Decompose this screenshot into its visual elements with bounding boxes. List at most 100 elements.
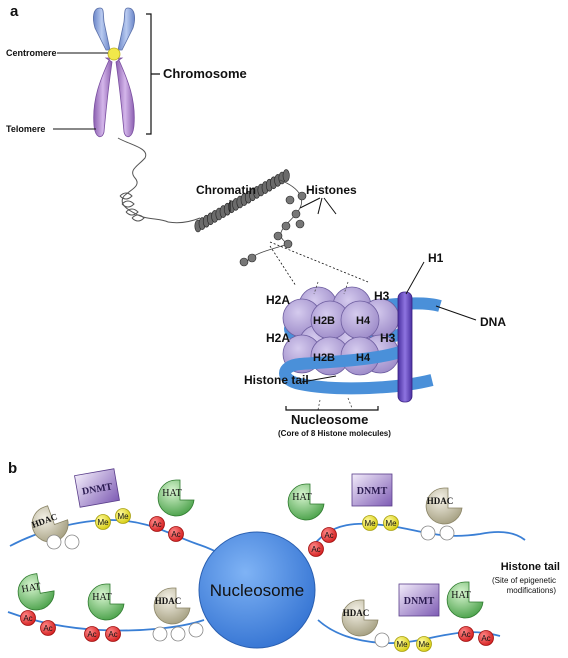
svg-text:Me: Me [418, 640, 430, 649]
dnmt-enzyme: DNMT [398, 583, 440, 617]
histone-bead [247, 253, 257, 263]
svg-text:Ac: Ac [171, 530, 180, 539]
svg-text:Ac: Ac [108, 630, 117, 639]
site-label-2: modifications) [507, 586, 557, 595]
svg-text:Ac: Ac [43, 624, 52, 633]
svg-text:Ac: Ac [324, 531, 333, 540]
acetyl-group: Ac [40, 620, 56, 636]
acetyl-group: Ac [105, 626, 121, 642]
dnmt-label: DNMT [81, 481, 113, 497]
hat-label: HAT [162, 488, 181, 499]
dnmt-label: DNMT [357, 486, 388, 497]
acetyl-group: Ac [149, 516, 165, 532]
svg-text:Ac: Ac [152, 520, 161, 529]
methyl-group: Me [394, 636, 410, 652]
methyl-group: Me [95, 514, 111, 530]
nucleosome-label-b: Nucleosome [210, 581, 305, 600]
panel-a-letter: a [10, 3, 19, 20]
unmodified-site [64, 534, 80, 550]
unmodified-site [374, 632, 390, 648]
dna-label: DNA [480, 315, 506, 329]
h2a-bottom-label: H2A [266, 331, 290, 345]
dnmt-enzyme: DNMT [74, 468, 120, 508]
svg-text:Me: Me [117, 512, 129, 521]
nucleosome-label-a: Nucleosome [291, 412, 368, 427]
svg-text:Me: Me [396, 640, 408, 649]
histone-bead [295, 219, 305, 229]
telomere-label: Telomere [6, 124, 45, 134]
unmodified-site [420, 525, 436, 541]
hat-enzyme: HAT [17, 573, 55, 611]
svg-text:Ac: Ac [481, 634, 490, 643]
unmodified-site [152, 626, 168, 642]
histones-label: Histones [306, 183, 357, 197]
histone-bead [283, 239, 293, 249]
histone-bead [291, 209, 301, 219]
histone-tail-label-b: Histone tail [501, 561, 560, 573]
acetyl-group: Ac [478, 630, 494, 646]
hat-enzyme: HAT [87, 583, 125, 621]
h2a-top-label: H2A [266, 293, 290, 307]
hdac-label: HDAC [343, 608, 370, 618]
h4-bottom-label: H4 [356, 352, 371, 364]
unmodified-site [439, 525, 455, 541]
chromatin-coil-bead [282, 169, 290, 182]
hdac-enzyme: HDAC [153, 587, 191, 625]
hat-enzyme: HAT [157, 479, 195, 517]
acetyl-group: Ac [308, 541, 324, 557]
hat-label: HAT [292, 492, 311, 503]
site-label-1: (Site of epigenetic [492, 576, 556, 585]
h3-bottom-label: H3 [380, 331, 396, 345]
h2b-top-label: H2B [313, 315, 335, 327]
acetyl-group: Ac [20, 610, 36, 626]
h1-rod [397, 291, 413, 403]
centromere-label: Centromere [6, 48, 57, 58]
acetyl-group: Ac [84, 626, 100, 642]
h2b-bottom-label: H2B [313, 352, 335, 364]
chromosome-graphic [53, 7, 160, 138]
histones-pointer-lines [299, 197, 337, 215]
svg-text:Me: Me [97, 518, 109, 527]
hdac-enzyme: HDAC [341, 599, 379, 637]
histone-tail-label-a: Histone tail [244, 373, 309, 387]
acetyl-group: Ac [168, 526, 184, 542]
panel-b-letter: b [8, 460, 17, 477]
svg-text:Me: Me [364, 519, 376, 528]
hdac-enzyme: HDAC [425, 487, 463, 525]
histone-beads [239, 179, 307, 267]
centromere-dot [107, 47, 121, 61]
histone-bead [285, 195, 295, 205]
chromatin-fiber [117, 137, 201, 224]
nucleosome-sub-label: (Core of 8 Histone molecules) [278, 429, 391, 438]
dnmt-enzyme: DNMT [351, 473, 393, 507]
svg-text:Ac: Ac [87, 630, 96, 639]
h1-label: H1 [428, 251, 444, 265]
acetyl-group: Ac [321, 527, 337, 543]
hat-label: HAT [92, 592, 111, 603]
hat-label: HAT [451, 590, 470, 601]
histone-bead [239, 257, 249, 267]
methyl-group: Me [416, 636, 432, 652]
unmodified-site [170, 626, 186, 642]
unmodified-site [46, 534, 62, 550]
h4-top-label: H4 [356, 315, 371, 327]
hat-enzyme: HAT [446, 581, 484, 619]
hat-label: HAT [21, 581, 42, 595]
methyl-group: Me [115, 508, 131, 524]
chromatin-solenoid [194, 169, 290, 233]
svg-text:Ac: Ac [311, 545, 320, 554]
nucleosome-detail [279, 261, 477, 411]
h3-top-label: H3 [374, 289, 390, 303]
dnmt-label: DNMT [404, 596, 435, 607]
hdac-enzyme: HDAC [30, 505, 69, 543]
svg-text:Ac: Ac [23, 614, 32, 623]
methyl-group: Me [362, 515, 378, 531]
histone-bead [281, 221, 291, 231]
chromosome-label: Chromosome [163, 66, 247, 81]
histone-bead [297, 191, 307, 201]
svg-text:Ac: Ac [461, 630, 470, 639]
zoom-lines [269, 241, 369, 287]
chromatin-label: Chromatin [196, 183, 256, 197]
hdac-label: HDAC [155, 596, 182, 606]
